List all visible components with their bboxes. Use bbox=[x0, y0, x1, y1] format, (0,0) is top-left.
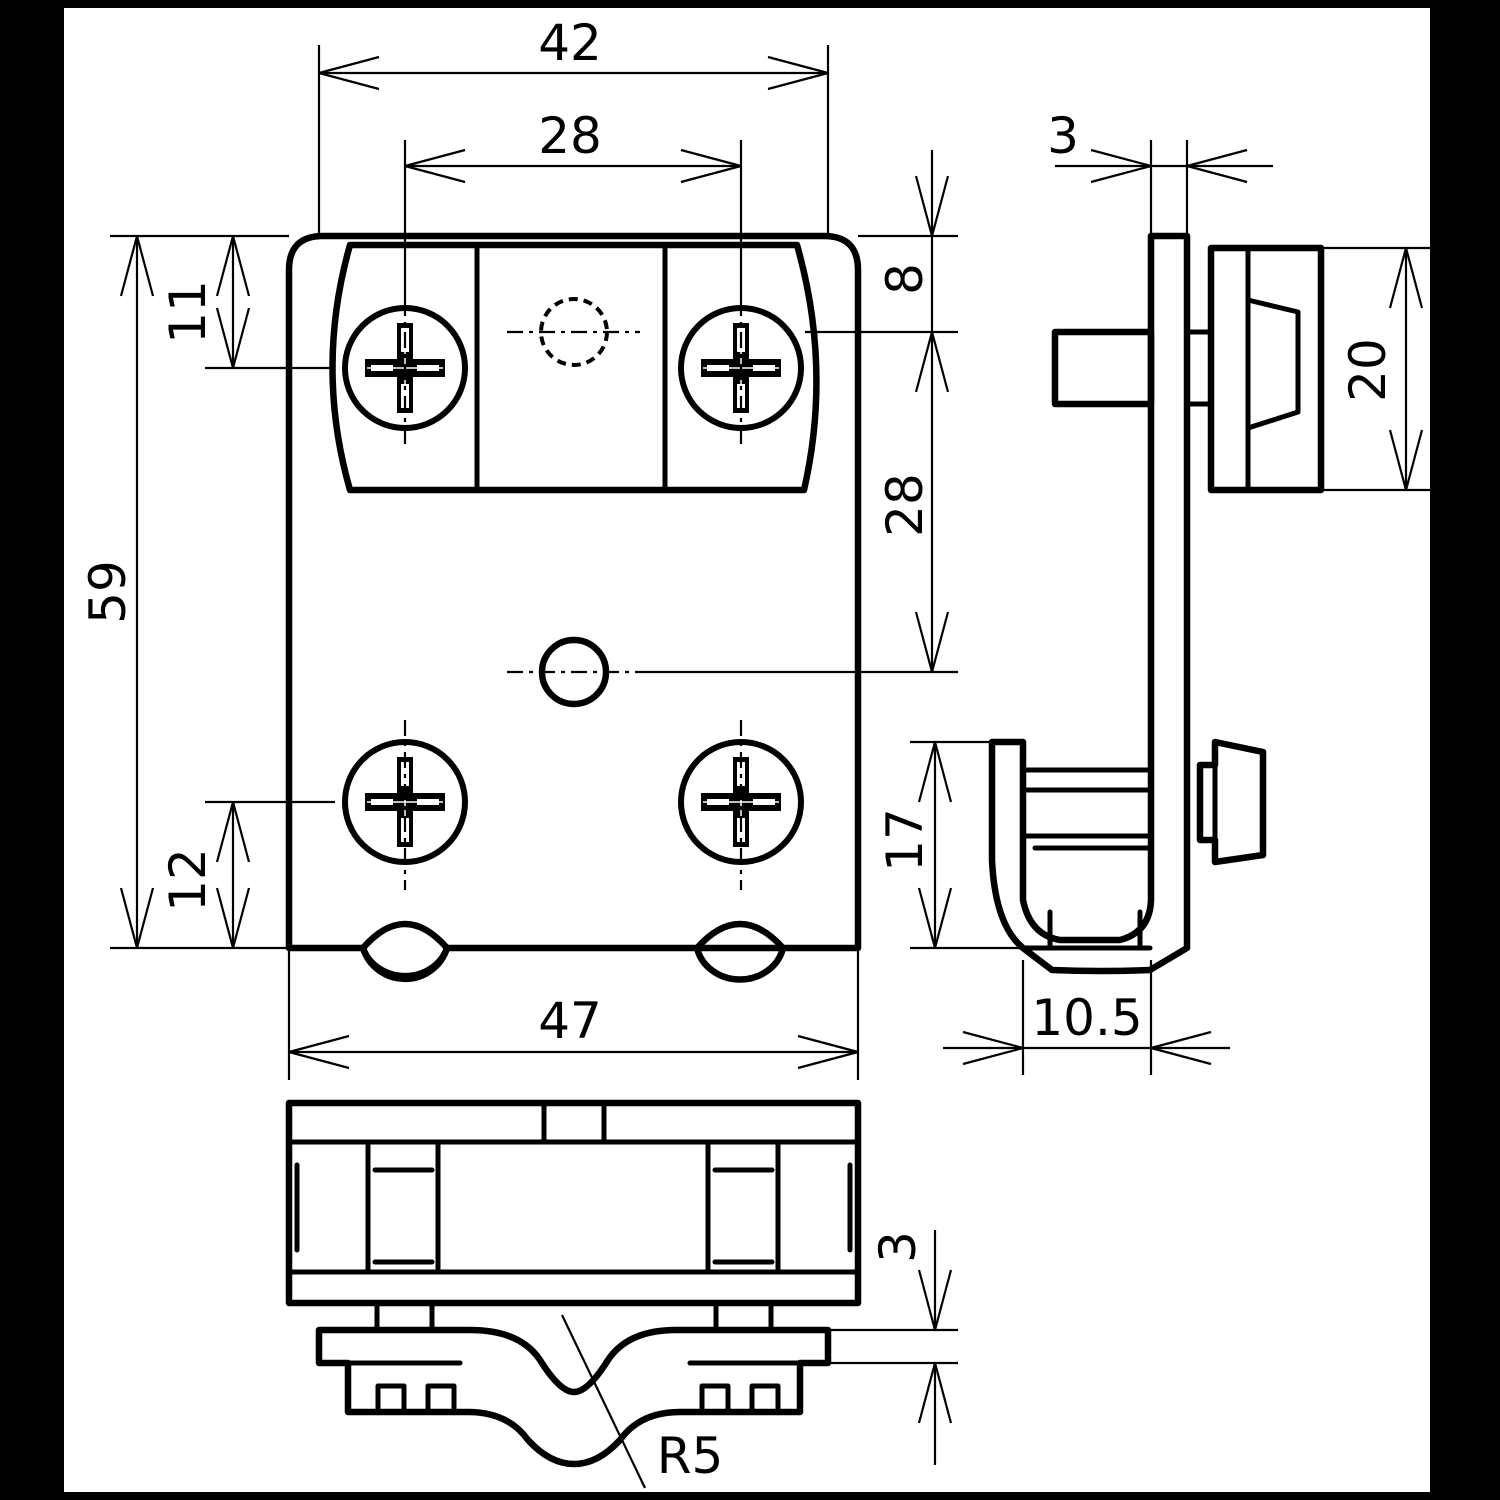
front-clamp-bar bbox=[329, 241, 820, 494]
side-lower-nut bbox=[1196, 738, 1267, 866]
bottom-plate-inner bbox=[286, 1100, 861, 1275]
label-plate-thickness: 3 bbox=[1047, 107, 1079, 165]
side-plate-outline bbox=[988, 232, 1191, 975]
side-clamp-body bbox=[1207, 244, 1325, 494]
drawing-sheet bbox=[64, 8, 1430, 1492]
label-total-height: 59 bbox=[79, 560, 137, 624]
dimension-labels: 42 28 3 20 11 8 28 59 12 17 47 10.5 3 R5 bbox=[79, 14, 1397, 1485]
label-radius: R5 bbox=[657, 1427, 724, 1485]
front-view bbox=[285, 232, 862, 983]
label-screw-spacing: 28 bbox=[538, 107, 602, 165]
side-view bbox=[988, 232, 1325, 975]
label-hook-height: 17 bbox=[876, 808, 934, 872]
bottom-clamp-teeth bbox=[345, 1360, 803, 1415]
dimension-lines bbox=[110, 45, 1430, 1465]
side-clamp-inner bbox=[1245, 245, 1301, 493]
radius-leader bbox=[561, 1314, 646, 1489]
bottom-view bbox=[285, 1099, 862, 1489]
bottom-clamp bbox=[315, 1326, 832, 1468]
bottom-bolts bbox=[365, 1139, 781, 1333]
front-plate-bottom-notches bbox=[359, 920, 787, 983]
label-hook-width: 10.5 bbox=[1031, 989, 1142, 1047]
front-clamp-dividers bbox=[474, 242, 668, 493]
label-clamp-height: 20 bbox=[1339, 338, 1397, 402]
side-bolt-shaft bbox=[1051, 328, 1155, 408]
label-lower-thickness: 3 bbox=[869, 1231, 927, 1263]
bottom-plate-outline bbox=[285, 1099, 862, 1307]
label-top-width: 42 bbox=[538, 14, 602, 72]
label-top-to-screw: 8 bbox=[876, 263, 934, 295]
front-centerlines bbox=[403, 300, 743, 890]
label-bottom-offset: 12 bbox=[159, 848, 217, 912]
side-plate-inner-lines bbox=[1020, 767, 1154, 951]
label-bottom-width: 47 bbox=[538, 992, 602, 1050]
label-screw-to-hole: 28 bbox=[876, 473, 934, 537]
label-top-offset: 11 bbox=[159, 280, 217, 344]
